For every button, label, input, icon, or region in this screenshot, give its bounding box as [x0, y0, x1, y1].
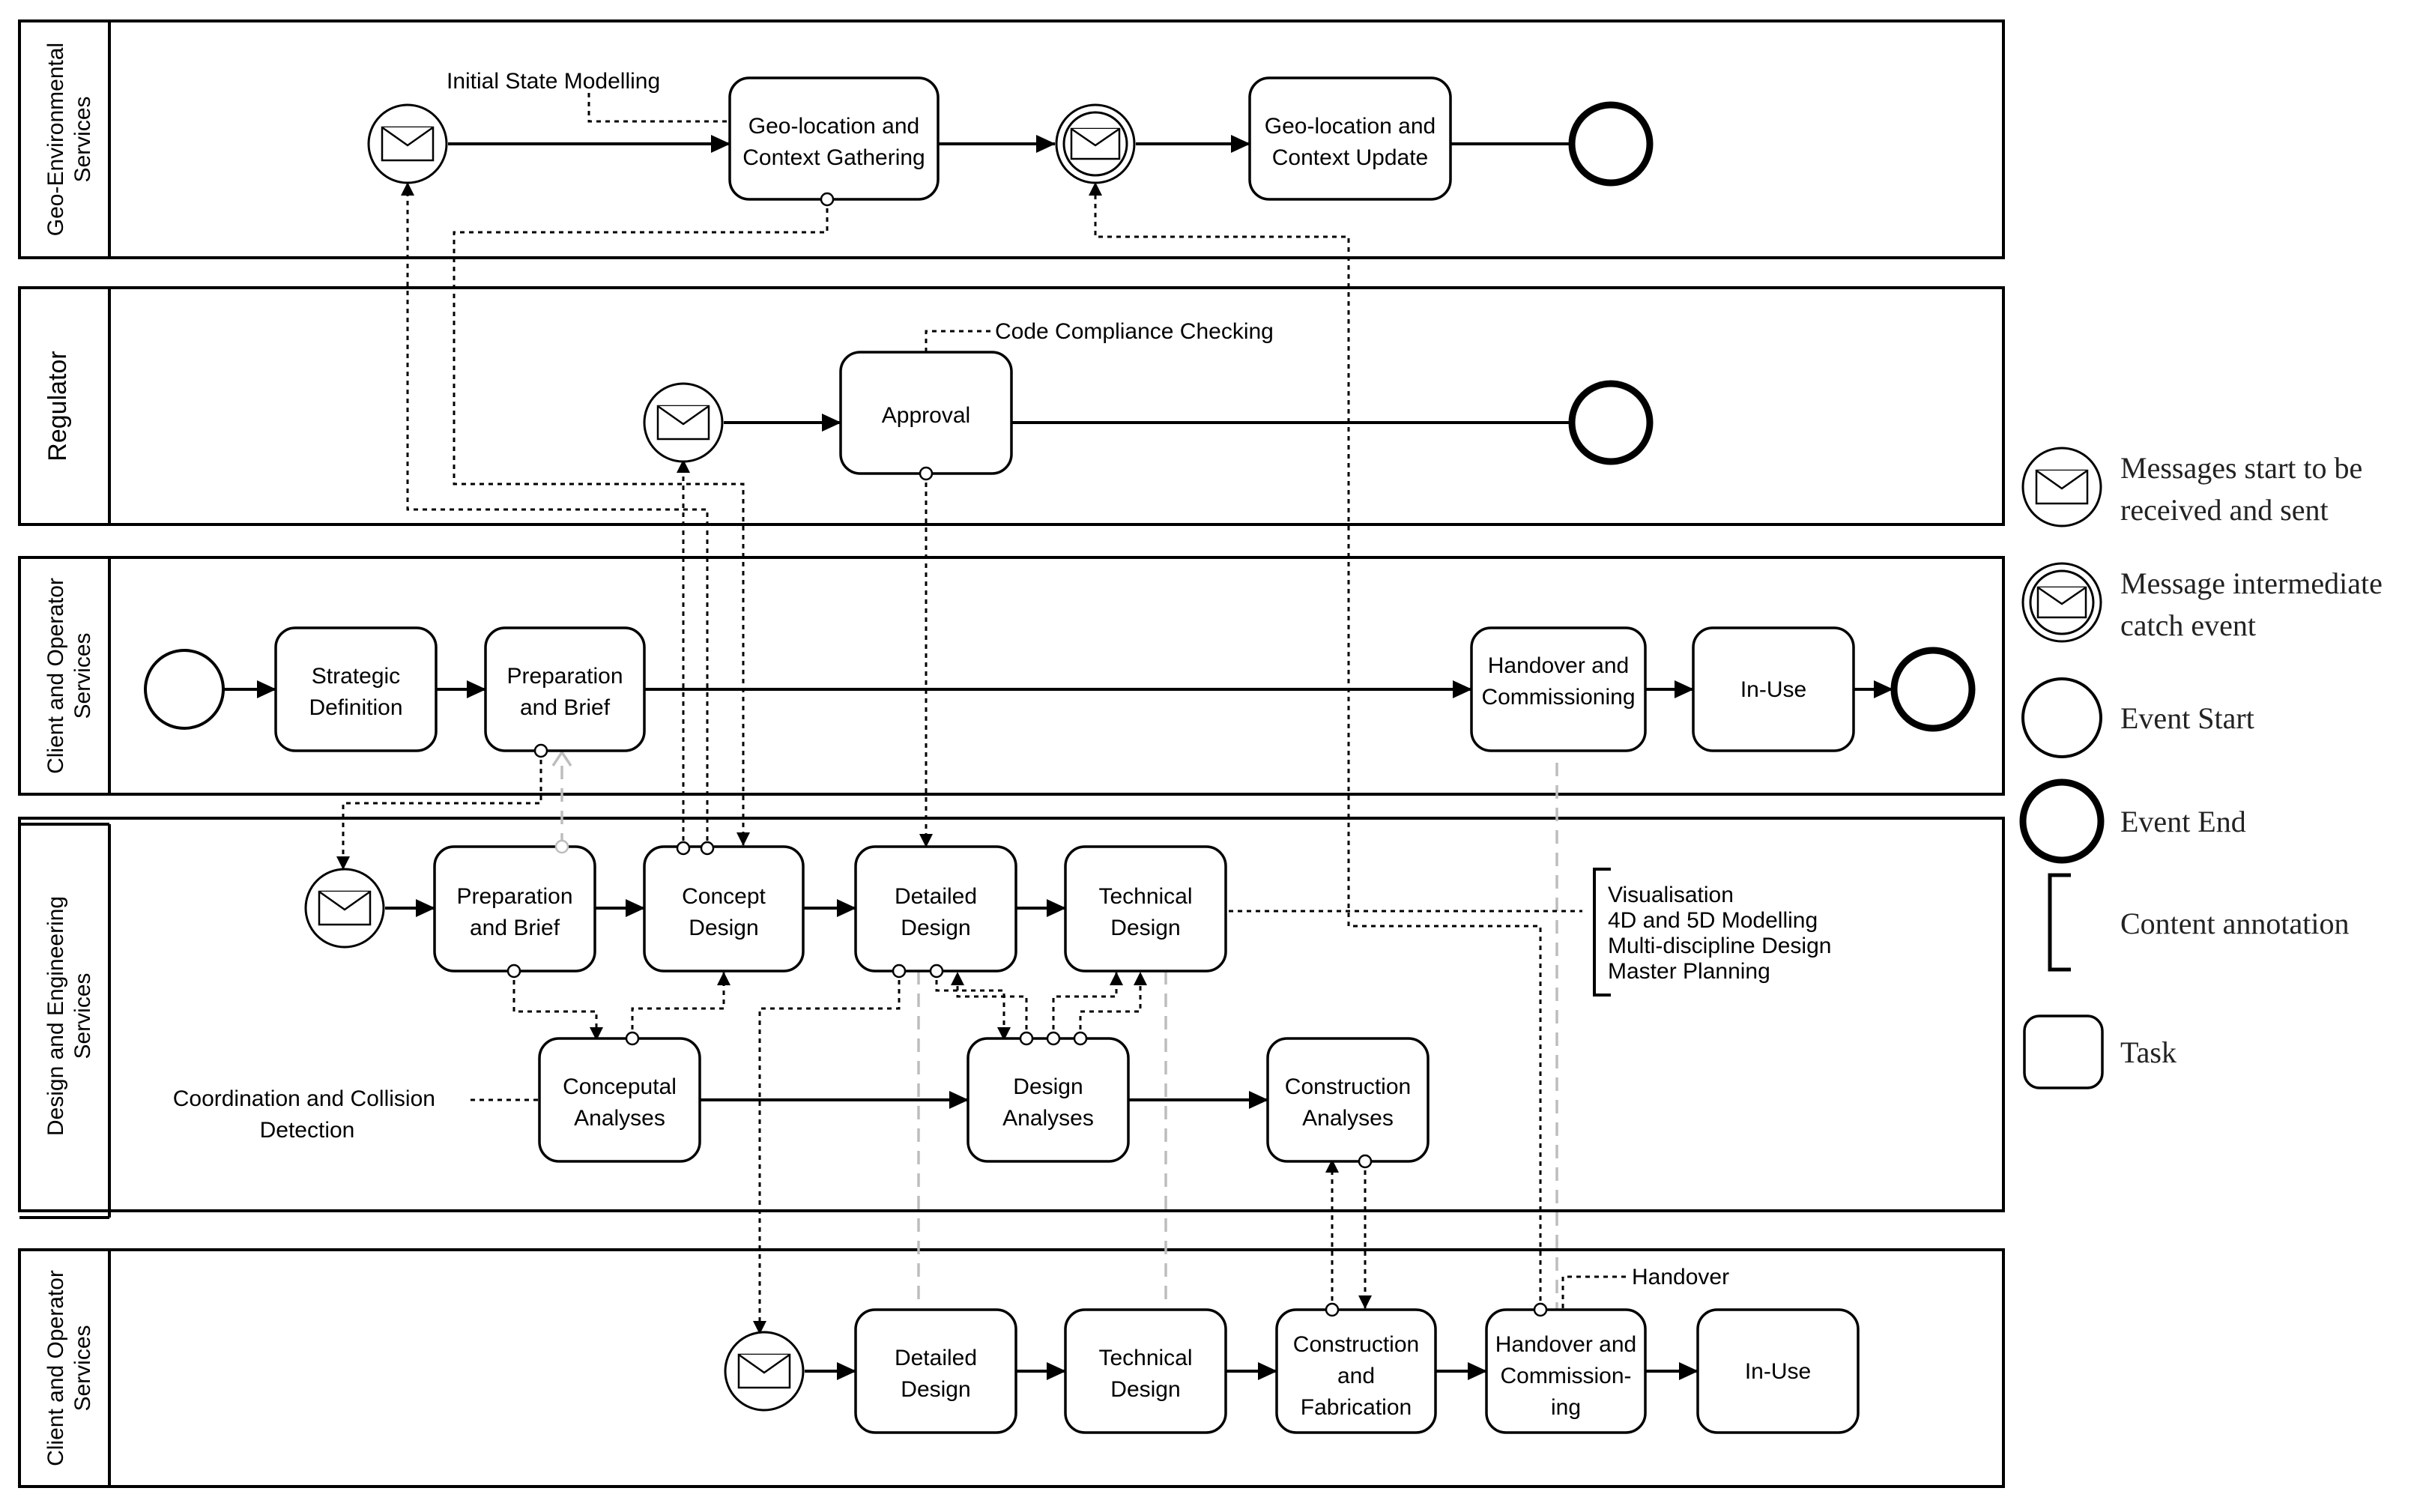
annotation-coordination: Coordination and Collision Detection	[173, 1086, 442, 1143]
task-in-use-bottom: In-Use	[1696, 1308, 1860, 1434]
legend: Messages start to be received and sent M…	[2019, 447, 2390, 1089]
message-flows	[336, 93, 1630, 1334]
svg-text:Approval: Approval	[882, 403, 970, 428]
annotation-item: Multi-discipline Design	[1608, 934, 1831, 958]
task-in-use-client: In-Use	[1692, 626, 1855, 752]
legend-message-intermediate-icon	[2021, 562, 2102, 643]
legend-content-annotation-label: Content annotation	[2120, 907, 2350, 940]
client-end-event	[1890, 647, 1976, 732]
annotation-code-compliance: Code Compliance Checking	[995, 319, 1274, 344]
annotation-handover: Handover	[1632, 1265, 1729, 1289]
legend-event-start-icon	[2021, 677, 2102, 758]
lane-regulator-label: Regulator	[43, 351, 72, 461]
legend-task-icon	[2023, 1014, 2104, 1089]
legend-event-end-icon	[2019, 778, 2105, 864]
annotation-item: 4D and 5D Modelling	[1608, 908, 1818, 933]
geo-end-event	[1568, 101, 1654, 187]
legend-message-start-icon	[2021, 447, 2102, 527]
geo-intermediate-catch-event	[1055, 103, 1136, 184]
content-annotation-group: Visualisation 4D and 5D Modelling Multi-…	[1593, 868, 1838, 997]
annotation-item: Visualisation	[1608, 883, 1734, 907]
legend-content-annotation-icon	[2048, 873, 2071, 972]
events	[144, 101, 1976, 1412]
legend-event-start-label: Event Start	[2120, 701, 2254, 735]
annotation-item: Master Planning	[1608, 959, 1770, 984]
svg-text:In-Use: In-Use	[1745, 1359, 1811, 1384]
svg-text:In-Use: In-Use	[1740, 677, 1806, 702]
lane-regulator: Regulator	[18, 286, 2005, 526]
svg-text:Visualisation 4D and 5D: Visualisation 4D and 5D Modelling Multi-…	[1608, 883, 1838, 984]
client-start-event	[144, 649, 225, 730]
regulator-end-event	[1568, 380, 1654, 465]
regulator-message-start-event	[643, 382, 724, 463]
geo-message-start-event	[367, 103, 448, 184]
sequence-flows	[223, 135, 1893, 1380]
annotation-initial-state: Initial State Modelling	[447, 69, 660, 94]
connection-ports	[506, 192, 1548, 1317]
bottom-message-start-event	[724, 1331, 805, 1412]
legend-task-label: Task	[2120, 1035, 2176, 1069]
task-approval: Approval	[839, 351, 1013, 475]
legend-message-intermediate-label: Message intermediate catch event	[2120, 566, 2390, 642]
legend-event-end-label: Event End	[2120, 805, 2246, 838]
design-message-start-event	[304, 868, 385, 949]
gray-connections	[551, 749, 1558, 1310]
legend-message-start-label: Messages start to be received and sent	[2120, 451, 2370, 527]
